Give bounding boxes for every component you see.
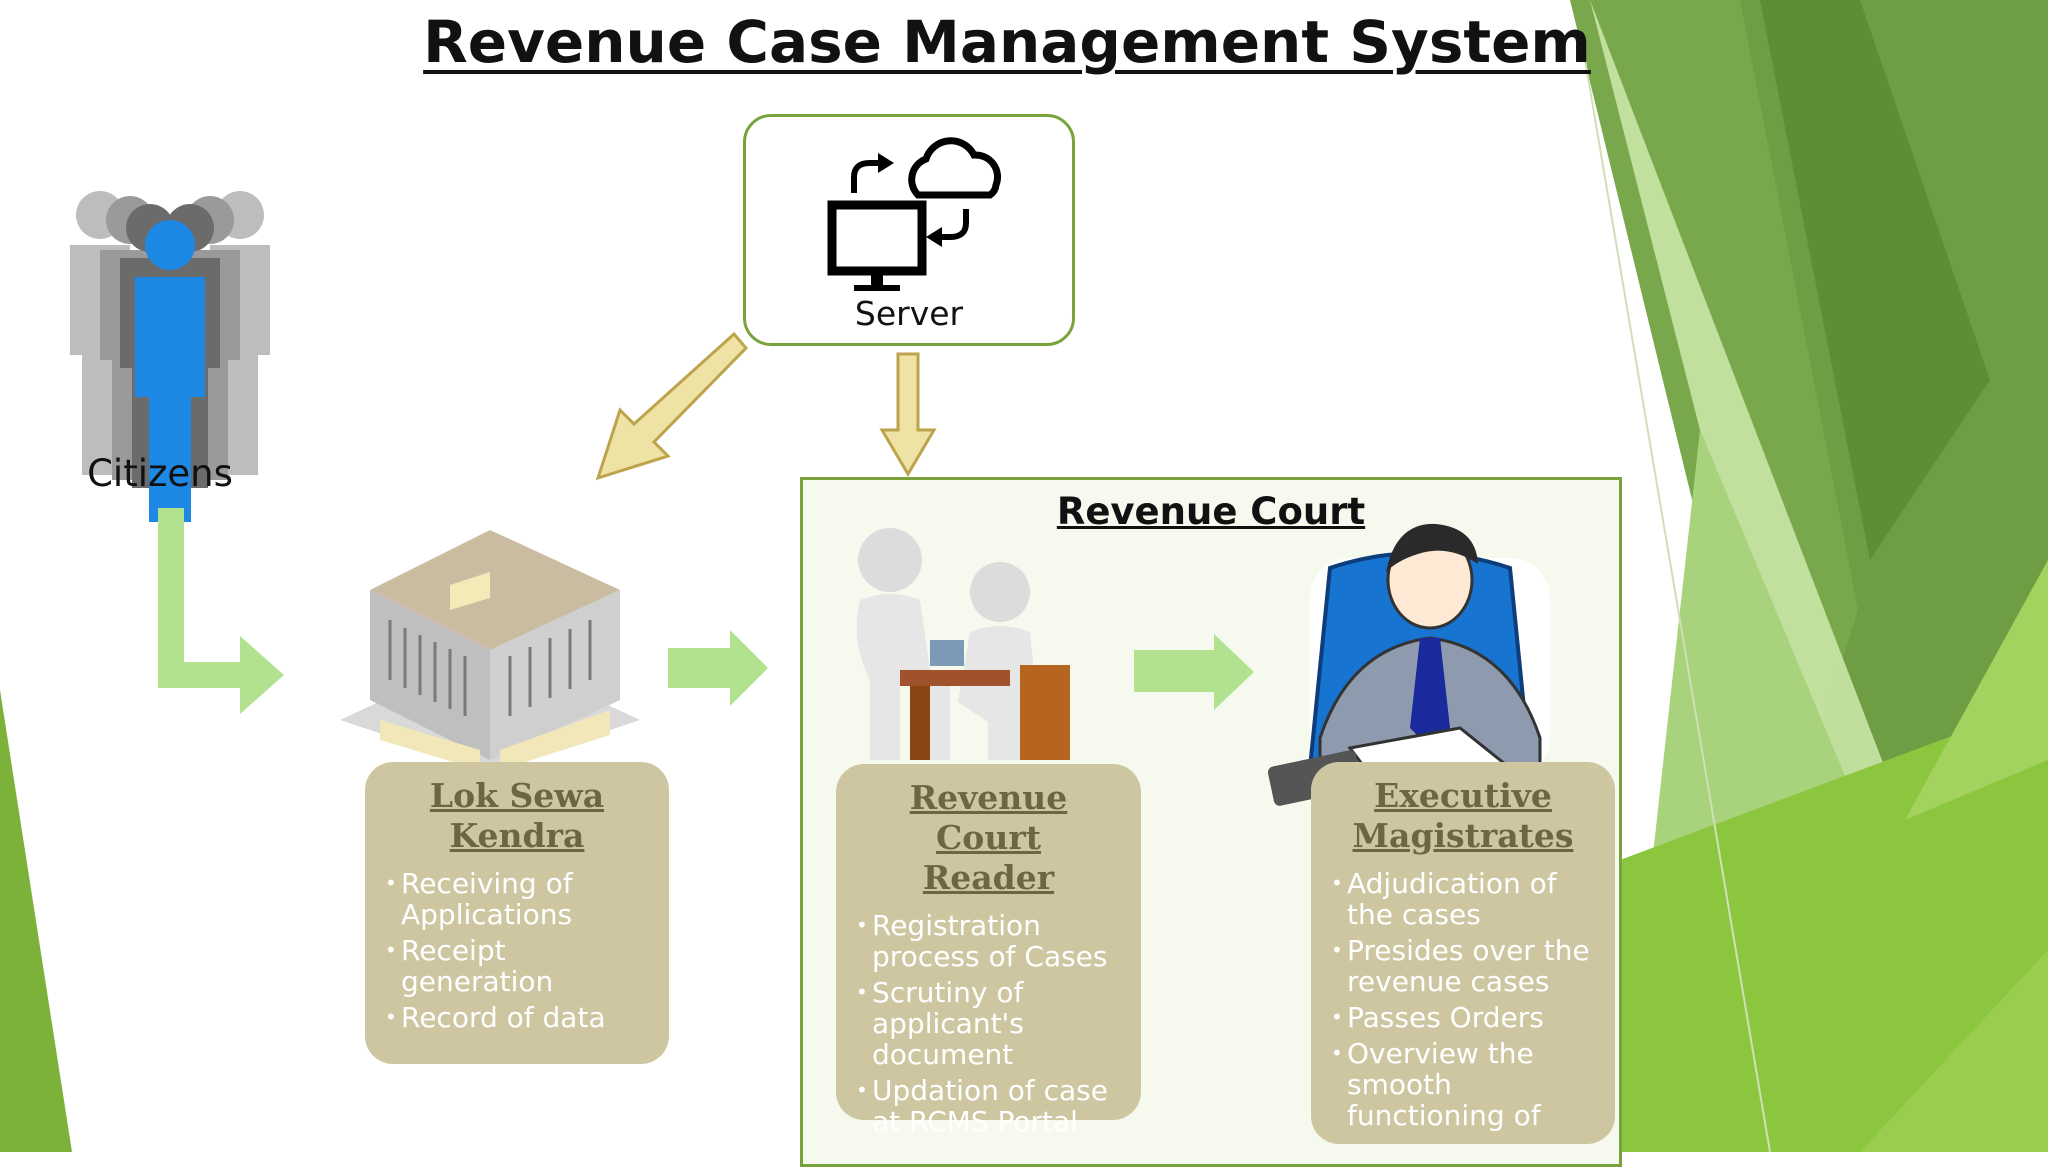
server-box: Server: [743, 114, 1075, 346]
reader-to-magistrate-arrow: [1134, 634, 1254, 710]
page-title: Revenue Case Management System: [423, 8, 1591, 76]
revenue-court-reader-title-line1: Revenue Court: [909, 778, 1068, 857]
list-item: Overview the smooth functioning of: [1331, 1038, 1597, 1131]
executive-magistrates-list: Adjudication of the cases Presides over …: [1329, 868, 1597, 1131]
lok-sewa-kendra-list: Receiving of Applications Receipt genera…: [383, 868, 651, 1033]
revenue-court-reader-card: Revenue Court Reader Registration proces…: [836, 764, 1141, 1137]
revenue-court-title: Revenue Court: [1056, 490, 1366, 533]
server-label: Server: [854, 294, 964, 333]
lok-sewa-kendra-title: Lok Sewa Kendra: [383, 776, 651, 856]
executive-magistrates-card: Executive Magistrates Adjudication of th…: [1311, 762, 1615, 1144]
list-item: Presides over the revenue cases: [1331, 935, 1597, 997]
revenue-court-reader-list: Registration process of Cases Scrutiny o…: [854, 910, 1123, 1137]
list-item: Updation of case at RCMS Portal: [856, 1075, 1123, 1137]
list-item: Receipt generation: [385, 935, 651, 997]
list-item: Passes Orders: [1331, 1002, 1597, 1033]
server-cloud-computer-icon: [827, 137, 1002, 291]
lok-sewa-to-reader-arrow: [668, 630, 768, 706]
executive-magistrates-title: Executive Magistrates: [1329, 776, 1597, 856]
citizens-to-lok-sewa-arrow: [158, 508, 284, 714]
list-item: Registration process of Cases: [856, 910, 1123, 972]
citizens-label: Citizens: [87, 452, 233, 495]
lok-sewa-kendra-title-line2: Kendra: [449, 816, 585, 855]
list-item: Adjudication of the cases: [1331, 868, 1597, 930]
server-to-lok-sewa-arrow: [595, 331, 749, 481]
list-item: Receiving of Applications: [385, 868, 651, 930]
server-to-court-arrow: [879, 352, 937, 477]
list-item: Scrutiny of applicant's document: [856, 977, 1123, 1070]
executive-magistrates-title-line1: Executive: [1374, 776, 1552, 815]
revenue-court-reader-title: Revenue Court Reader: [854, 778, 1123, 898]
reader-meeting-illustration: [856, 528, 1070, 760]
list-item: Record of data: [385, 1002, 651, 1033]
revenue-court-reader-title-line2: Reader: [922, 858, 1055, 897]
citizens-people-icon: [70, 191, 270, 522]
lok-sewa-kendra-title-line1: Lok Sewa: [429, 776, 605, 815]
lok-sewa-kendra-card: Lok Sewa Kendra Receiving of Application…: [365, 762, 669, 1064]
lok-sewa-building-icon: [340, 530, 640, 770]
executive-magistrates-title-line2: Magistrates: [1352, 816, 1574, 855]
